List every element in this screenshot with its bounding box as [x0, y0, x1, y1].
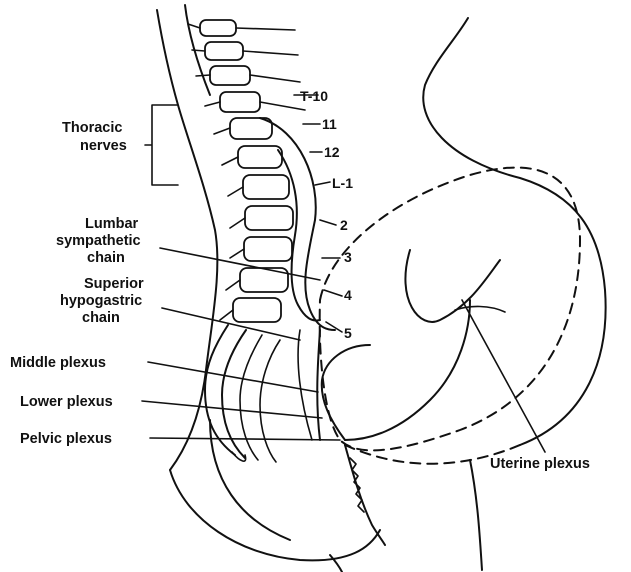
segment-11: 11	[322, 116, 337, 132]
vertebra-stack	[200, 20, 293, 322]
thoracic-label-line1: Thoracic	[62, 120, 122, 136]
lower-plexus-label: Lower plexus	[20, 394, 113, 410]
lumbar-label-line2: sympathetic	[56, 233, 141, 249]
segment-3: 3	[344, 249, 352, 265]
pelvic-plexus-label: Pelvic plexus	[20, 431, 112, 447]
hypogastric-label-line2: hypogastric	[60, 293, 142, 309]
segment-l1: L-1	[332, 175, 353, 191]
segment-2: 2	[340, 217, 348, 233]
label-thoracic-nerves: Thoracic nerves	[62, 105, 178, 185]
lumbar-label-line3: chain	[87, 250, 125, 266]
segment-12: 12	[324, 144, 340, 160]
label-uterine-plexus: Uterine plexus	[462, 300, 590, 472]
sacrum	[205, 325, 280, 462]
label-pelvic-plexus: Pelvic plexus	[20, 431, 340, 447]
segment-t10: T-10	[300, 88, 328, 104]
segment-5: 5	[344, 325, 352, 341]
uterus	[320, 168, 580, 464]
middle-plexus-label: Middle plexus	[10, 355, 106, 371]
uterus-outline-dashed	[320, 168, 580, 451]
segment-4: 4	[344, 287, 352, 303]
thoracic-label-line2: nerves	[80, 138, 127, 154]
label-middle-plexus: Middle plexus	[10, 355, 318, 392]
lumbar-label-line1: Lumbar	[85, 216, 139, 232]
hypogastric-label-line3: chain	[82, 310, 120, 326]
label-lower-plexus: Lower plexus	[20, 394, 322, 418]
hypogastric-label-line1: Superior	[84, 276, 144, 292]
body-outline	[157, 5, 606, 572]
uterine-plexus-label: Uterine plexus	[490, 456, 590, 472]
